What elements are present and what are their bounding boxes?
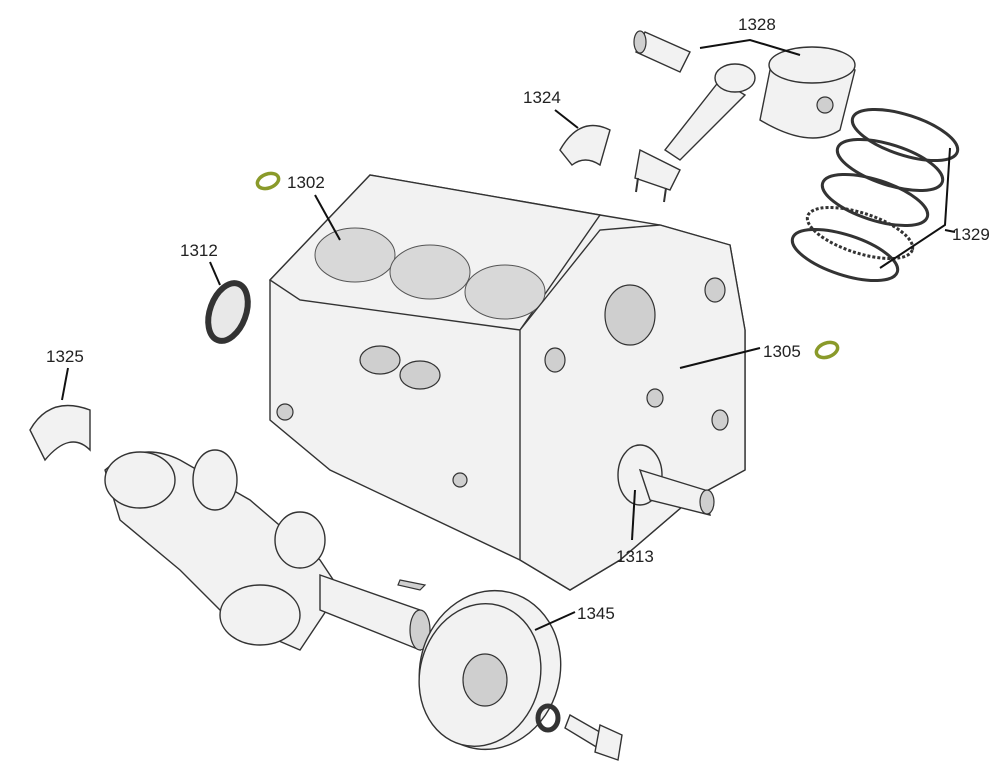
- callout-1328[interactable]: 1328: [738, 15, 776, 34]
- callout-1312[interactable]: 1312: [180, 241, 218, 260]
- piston-pin[interactable]: [633, 30, 691, 73]
- gasket-icon[interactable]: [255, 171, 281, 192]
- callout-1302[interactable]: 1302: [287, 173, 325, 192]
- washer-and-bolt[interactable]: [535, 703, 623, 761]
- piston-rings[interactable]: [787, 99, 964, 291]
- connecting-rod[interactable]: [634, 63, 756, 203]
- harmonic-balancer[interactable]: [402, 575, 579, 766]
- callout-1305[interactable]: 1305: [763, 342, 801, 361]
- main-bearing[interactable]: [29, 404, 91, 462]
- front-seal-area[interactable]: [617, 444, 715, 516]
- rear-main-seal[interactable]: [201, 278, 255, 347]
- callout-1345[interactable]: 1345: [577, 604, 615, 623]
- engine-block[interactable]: [268, 174, 746, 591]
- leader-lines: [61, 38, 956, 631]
- callout-1329[interactable]: 1329: [952, 225, 990, 244]
- crankshaft[interactable]: [104, 449, 431, 652]
- callout-1325[interactable]: 1325: [46, 347, 84, 366]
- rod-bearing[interactable]: [559, 124, 611, 167]
- piston[interactable]: [759, 46, 856, 139]
- gasket-icon[interactable]: [814, 340, 840, 361]
- callout-1313[interactable]: 1313: [616, 547, 654, 566]
- callout-1324[interactable]: 1324: [523, 88, 561, 107]
